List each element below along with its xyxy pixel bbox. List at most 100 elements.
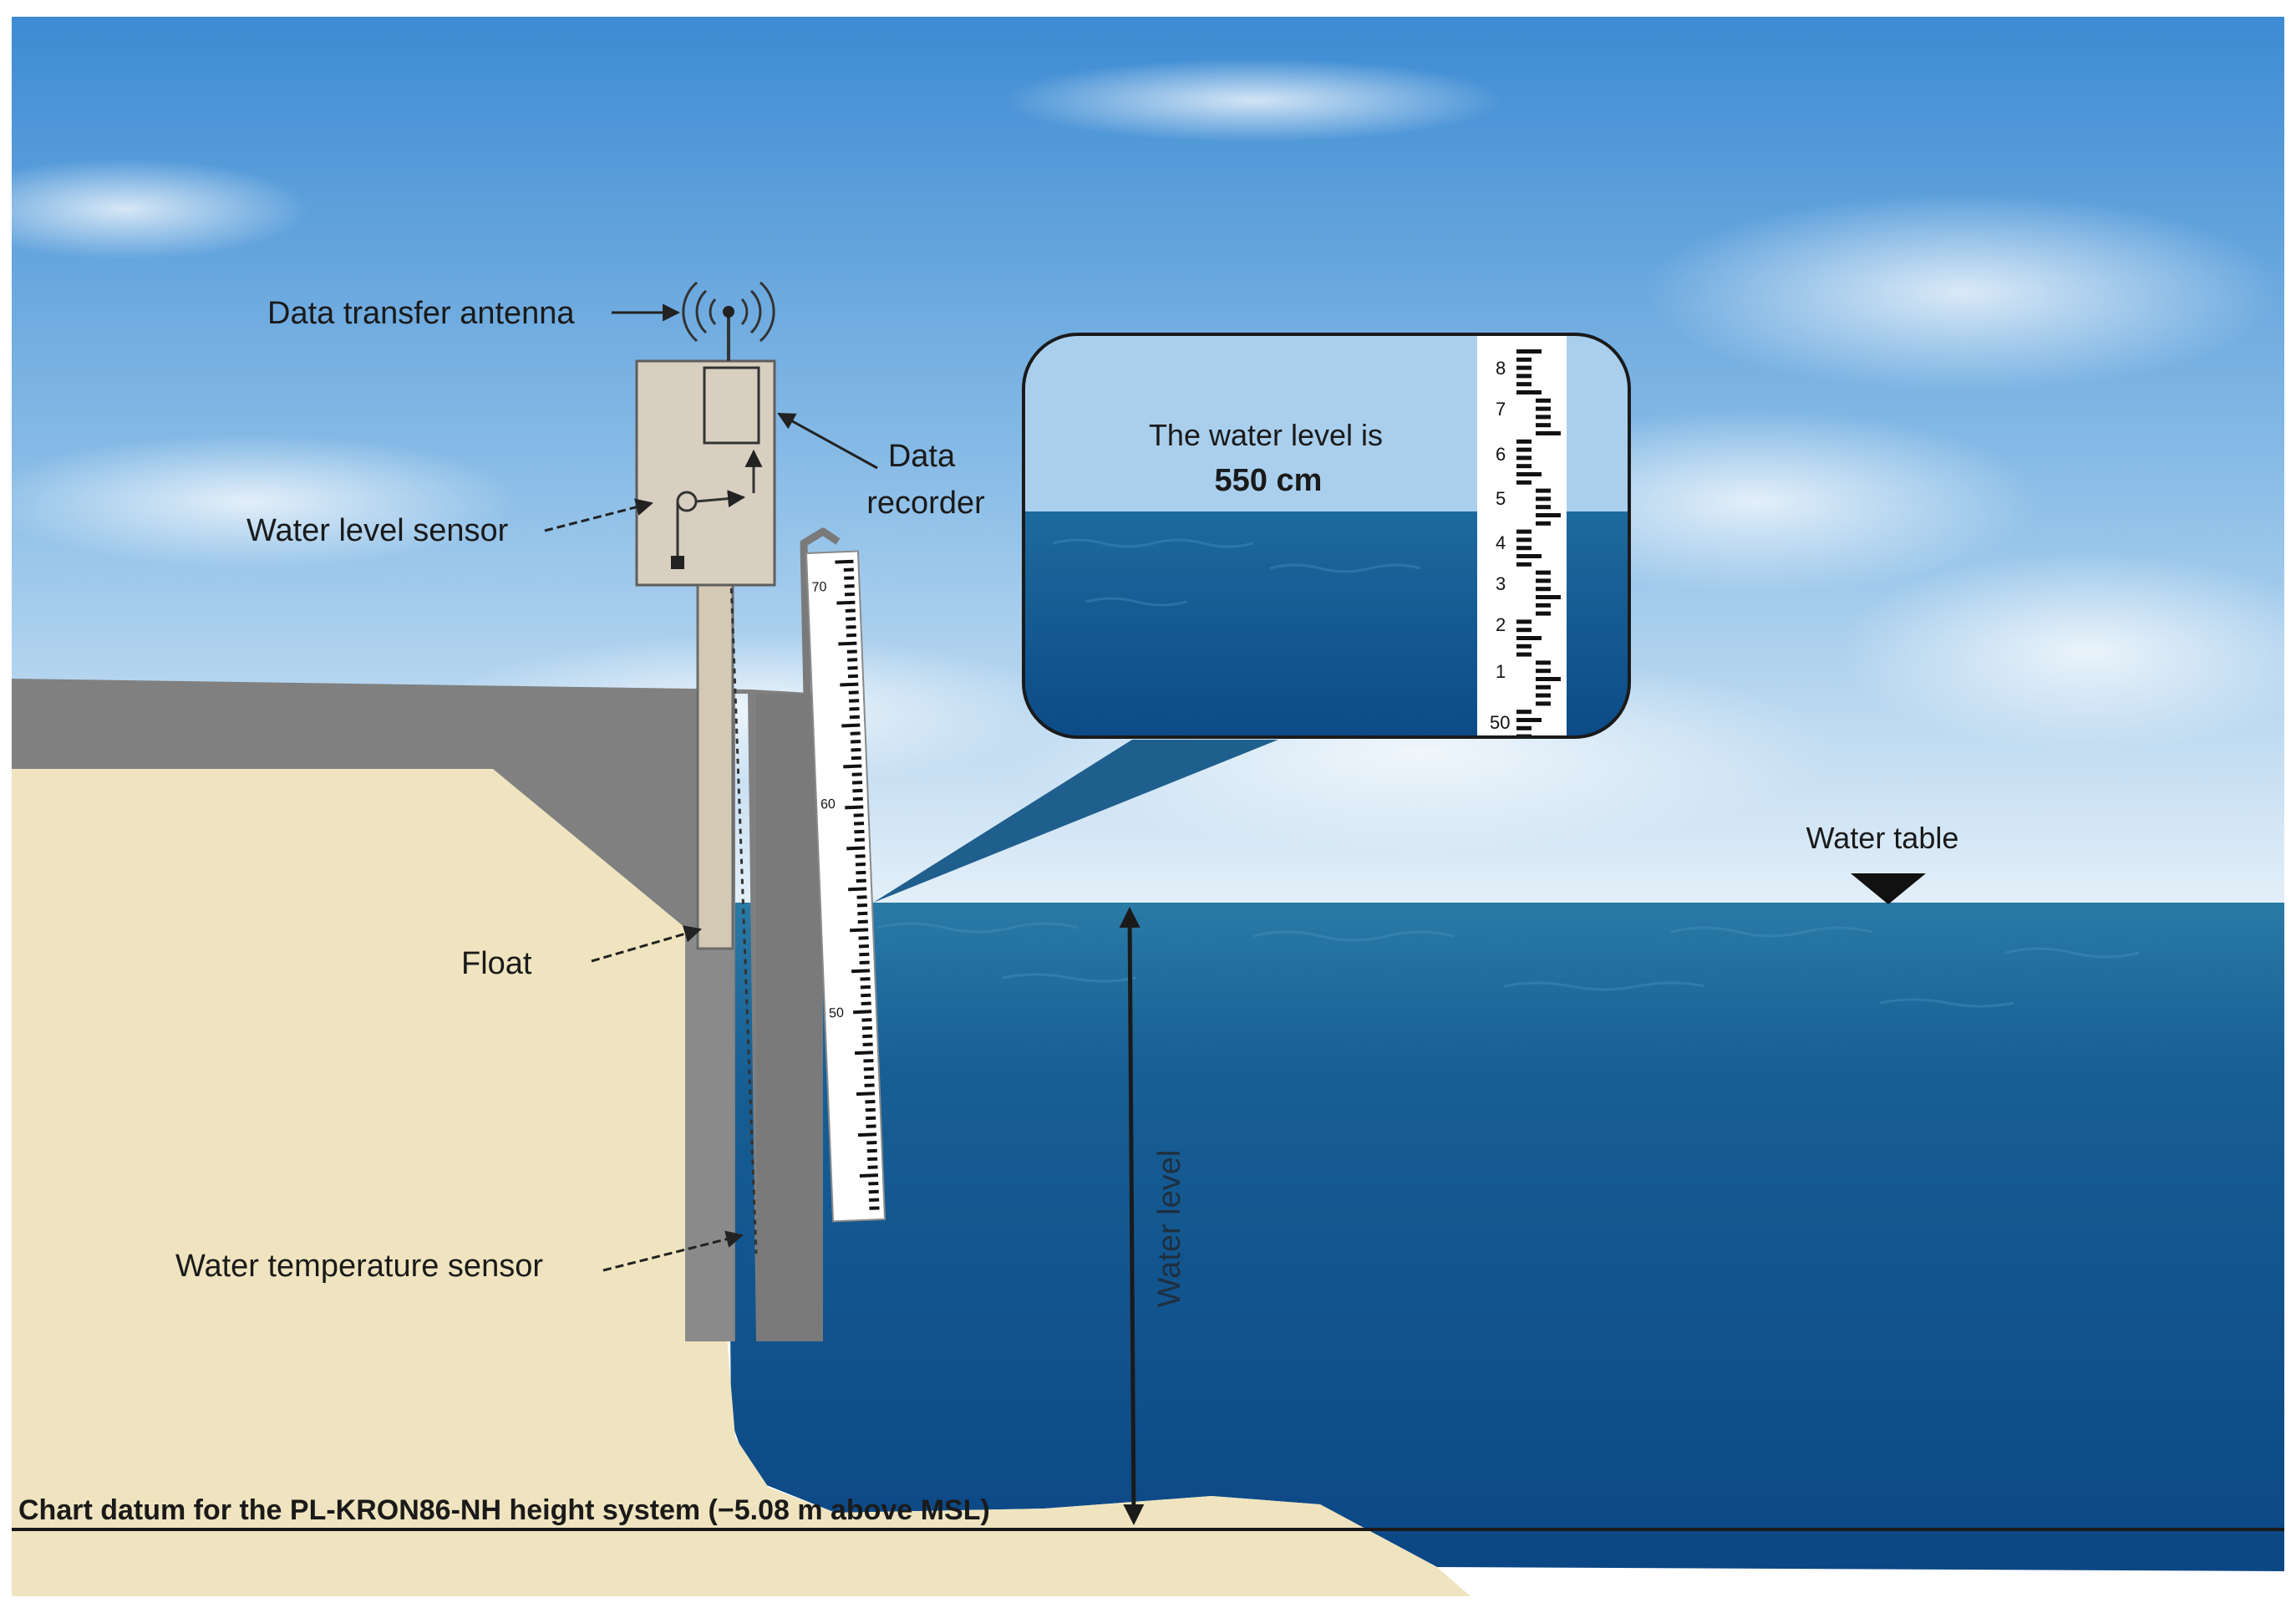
data-recorder-label-line1: Data	[888, 439, 956, 474]
water-level-sensor-label: Water level sensor	[246, 513, 509, 548]
zoomed-gauge-tick	[1536, 496, 1551, 501]
staff-tick	[869, 1198, 880, 1203]
staff-tick	[847, 666, 858, 670]
zoomed-gauge-tick	[1516, 349, 1542, 354]
staff-tick	[849, 707, 860, 711]
staff-tick	[851, 756, 861, 761]
staff-tick	[857, 1132, 877, 1137]
zoomed-gauge-tick	[1536, 488, 1551, 493]
staff-tick	[864, 1083, 875, 1087]
recorder-unit	[703, 366, 760, 445]
staff-tick	[853, 1010, 872, 1015]
staff-tick	[856, 895, 867, 899]
staff-tick	[853, 822, 865, 826]
zoomed-gauge-tick	[1536, 693, 1551, 698]
water-table-label: Water table	[1806, 821, 1959, 855]
zoomed-gauge-number: 2	[1496, 614, 1506, 635]
staff-tick	[857, 919, 868, 924]
staff-tick	[848, 690, 859, 695]
staff-tick	[860, 985, 871, 990]
staff-tick	[854, 829, 865, 834]
counterweight	[671, 556, 684, 569]
staff-gauge-hook	[800, 527, 841, 1041]
staff-tick	[856, 1092, 876, 1097]
temperature-sensor-cable	[725, 467, 758, 1254]
staff-tick	[855, 854, 866, 858]
zoomed-gauge-tick	[1516, 365, 1532, 370]
zoomed-gauge-tick	[1516, 718, 1542, 722]
callout-text-line1: The water level is	[1149, 418, 1383, 452]
zoomed-gauge-tick	[1536, 423, 1551, 428]
staff-tick	[866, 1116, 876, 1121]
stilling-tube	[696, 583, 734, 950]
staff-tick	[858, 944, 870, 949]
zoomed-gauge-tick	[1516, 374, 1532, 379]
staff-tick	[861, 993, 871, 998]
staff-tick	[846, 617, 856, 621]
clouds	[0, 59, 2296, 852]
zoomed-gauge-tick	[1536, 521, 1551, 526]
zoomed-gauge-tick	[1516, 537, 1532, 542]
zoomed-gauge-tick	[1536, 660, 1551, 665]
staff-tick	[835, 559, 854, 564]
staff-tick	[866, 1124, 876, 1128]
water-ripples	[876, 922, 2140, 1008]
staff-tick	[850, 731, 861, 735]
staff-tick	[840, 682, 859, 687]
zoomed-gauge-tick	[1536, 669, 1551, 674]
zoomed-gauge-tick	[1516, 480, 1532, 485]
zoomed-gauge-tick	[1516, 710, 1532, 715]
zoomed-gauge-tick	[1536, 505, 1551, 510]
staff-tick	[843, 764, 862, 769]
staff-tick	[860, 977, 871, 981]
staff-tick	[858, 936, 869, 940]
staff-tick	[847, 658, 858, 662]
staff-tick	[855, 863, 866, 867]
zoomed-gauge-number: 50	[1490, 712, 1510, 733]
staff-tick	[838, 641, 857, 646]
staff-tick	[851, 969, 871, 974]
staff-tick	[851, 740, 861, 744]
zoomed-gauge-tick	[1516, 447, 1532, 452]
zoomed-gauge-tick	[1516, 546, 1532, 551]
zoomed-gauge-tick	[1516, 439, 1532, 444]
staff-tick	[856, 878, 866, 883]
water-body	[727, 903, 2284, 1571]
staff-tick	[846, 633, 857, 638]
staff-tick	[851, 772, 862, 776]
quay-pile-outer	[685, 928, 734, 1341]
staff-label-50: 50	[829, 1006, 845, 1021]
zoomed-gauge-tick	[1516, 390, 1542, 394]
staff-tick	[856, 903, 868, 908]
staff-label-60: 60	[820, 797, 836, 812]
staff-tick	[846, 625, 856, 629]
zoomed-gauge-tick	[1536, 513, 1561, 517]
callout-value: 550 cm	[1215, 463, 1323, 498]
staff-tick	[845, 608, 856, 613]
staff-tick	[865, 1107, 876, 1112]
staff-tick	[850, 928, 869, 933]
staff-tick	[859, 1173, 879, 1178]
callout-pointer	[873, 740, 1278, 903]
zoomed-gauge-tick	[1516, 652, 1532, 657]
zoomed-gauge-tick	[1536, 603, 1551, 608]
staff-tick	[836, 600, 856, 605]
staff-tick	[844, 576, 855, 580]
zoomed-gauge-tick	[1536, 578, 1551, 583]
staff-tick	[849, 715, 860, 720]
staff-tick	[867, 1157, 878, 1162]
zoomed-gauge-tick	[1536, 595, 1561, 599]
staff-gauge: 70 60 50	[805, 550, 886, 1223]
staff-label-70: 70	[811, 580, 827, 595]
water-temperature-sensor-label: Water temperature sensor	[175, 1249, 543, 1284]
staff-tick	[868, 1189, 879, 1194]
staff-tick	[844, 592, 856, 597]
zoomed-gauge-tick	[1516, 562, 1532, 567]
staff-tick	[843, 567, 854, 572]
staff-tick	[861, 1018, 872, 1022]
zoomed-gauge-tick	[1536, 570, 1551, 575]
staff-tick	[862, 1034, 873, 1039]
zoomed-gauge-number: 3	[1496, 573, 1506, 594]
